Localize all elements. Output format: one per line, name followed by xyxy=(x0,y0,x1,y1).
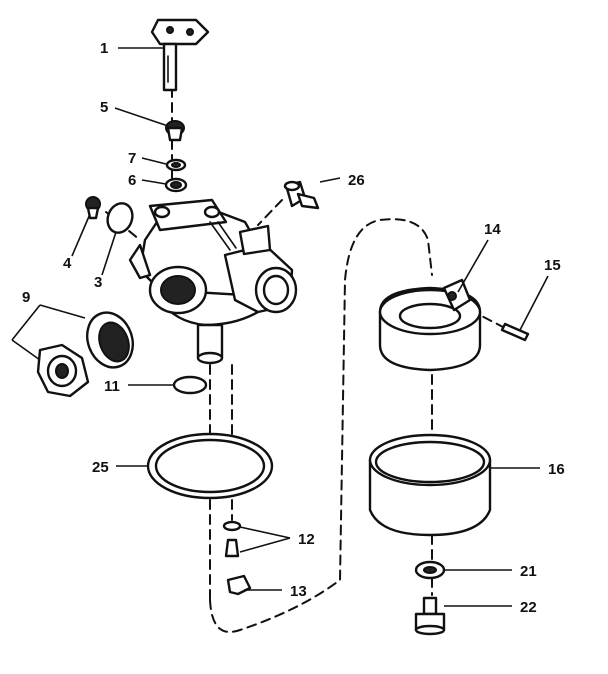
choke-plate-icon xyxy=(106,202,134,234)
callout-25: 25 xyxy=(92,459,109,476)
callout-6: 6 xyxy=(128,172,136,189)
gasket-ring-icon xyxy=(146,432,274,500)
callout-9: 9 xyxy=(22,289,30,306)
throttle-shaft-icon xyxy=(150,18,210,92)
washer-icon xyxy=(164,158,188,193)
air-intake-assembly-icon xyxy=(36,311,134,398)
small-screw-icon xyxy=(85,196,101,220)
float-pin-icon xyxy=(500,322,530,342)
callout-14: 14 xyxy=(484,221,501,238)
leader-lines xyxy=(11,47,549,607)
callout-5: 5 xyxy=(100,99,108,116)
float-icon xyxy=(378,278,482,372)
drain-screw-icon xyxy=(414,596,446,636)
callout-13: 13 xyxy=(290,583,307,600)
callout-3: 3 xyxy=(94,274,102,291)
o-ring-icon xyxy=(172,375,208,395)
callout-26: 26 xyxy=(348,172,365,189)
callout-12: 12 xyxy=(298,531,315,548)
throttle-screw-icon xyxy=(165,120,185,142)
bowl-washer-icon xyxy=(414,560,446,580)
carburetor-body-icon xyxy=(128,198,298,365)
callout-15: 15 xyxy=(544,257,561,274)
callout-1: 1 xyxy=(100,40,108,57)
callout-22: 22 xyxy=(520,599,537,616)
fuel-fitting-icon xyxy=(283,180,320,210)
callout-16: 16 xyxy=(548,461,565,478)
callout-21: 21 xyxy=(520,563,537,580)
callout-11: 11 xyxy=(104,378,120,395)
callout-4: 4 xyxy=(63,255,72,272)
needle-valve-icon xyxy=(222,520,252,596)
float-bowl-icon xyxy=(368,433,492,537)
callout-labels: 1 5 7 6 26 4 3 9 11 25 12 13 14 15 16 21… xyxy=(22,40,565,616)
callout-7: 7 xyxy=(128,150,136,167)
